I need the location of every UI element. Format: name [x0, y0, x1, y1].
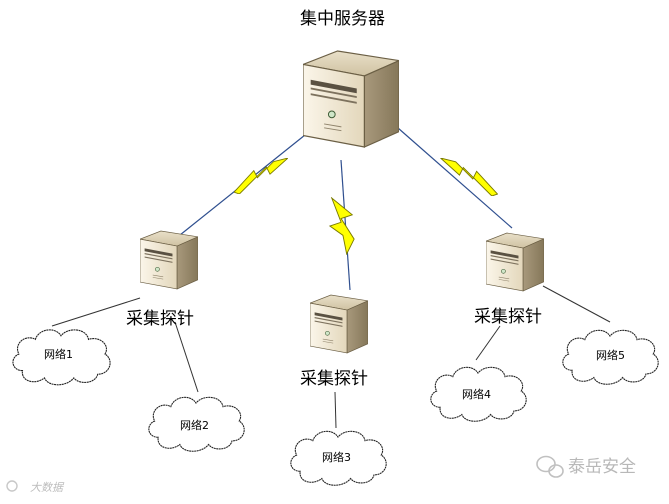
network-label-3: 网络3	[322, 450, 351, 464]
wired-links	[51, 285, 611, 429]
probe-center-label: 采集探针	[300, 369, 368, 389]
link-probe-right-network5	[542, 285, 611, 323]
server-icon	[486, 232, 544, 292]
network-cloud-5: 网络5	[562, 329, 659, 385]
network-label-4: 网络4	[462, 387, 491, 401]
network-cloud-4: 网络4	[430, 366, 527, 422]
probe-left: 采集探针	[126, 230, 198, 329]
probe-left-label: 采集探针	[126, 309, 194, 329]
server-icon	[303, 50, 399, 148]
link-server-probe-right	[397, 127, 513, 229]
network-label-2: 网络2	[180, 418, 209, 432]
link-probe-right-network4	[475, 325, 501, 361]
wechat-icon	[536, 455, 564, 478]
watermark-left-text: 大数据	[30, 481, 65, 494]
lightning-icon	[329, 197, 355, 255]
network-label-5: 网络5	[596, 348, 625, 362]
lightning-icon	[234, 158, 288, 194]
server-icon	[140, 230, 198, 290]
network-cloud-3: 网络3	[290, 430, 387, 486]
wireless-links	[179, 127, 513, 291]
probe-right: 采集探针	[474, 232, 544, 327]
probe-right-label: 采集探针	[474, 307, 542, 327]
central-server-label: 集中服务器	[300, 9, 385, 29]
probe-center: 采集探针	[300, 294, 368, 389]
link-probe-center-network3	[334, 391, 337, 429]
watermark-brand: 泰岳安全	[536, 455, 636, 478]
link-probe-left-network1	[51, 297, 141, 327]
link-probe-left-network2	[174, 321, 199, 393]
server-icon	[310, 294, 368, 354]
central-server: 集中服务器	[300, 9, 399, 148]
network-label-1: 网络1	[44, 347, 73, 361]
network-cloud-2: 网络2	[148, 396, 245, 452]
network-cloud-1: 网络1	[12, 329, 111, 386]
watermark-left: 大数据	[6, 480, 65, 494]
watermark-brand-text: 泰岳安全	[568, 457, 636, 477]
